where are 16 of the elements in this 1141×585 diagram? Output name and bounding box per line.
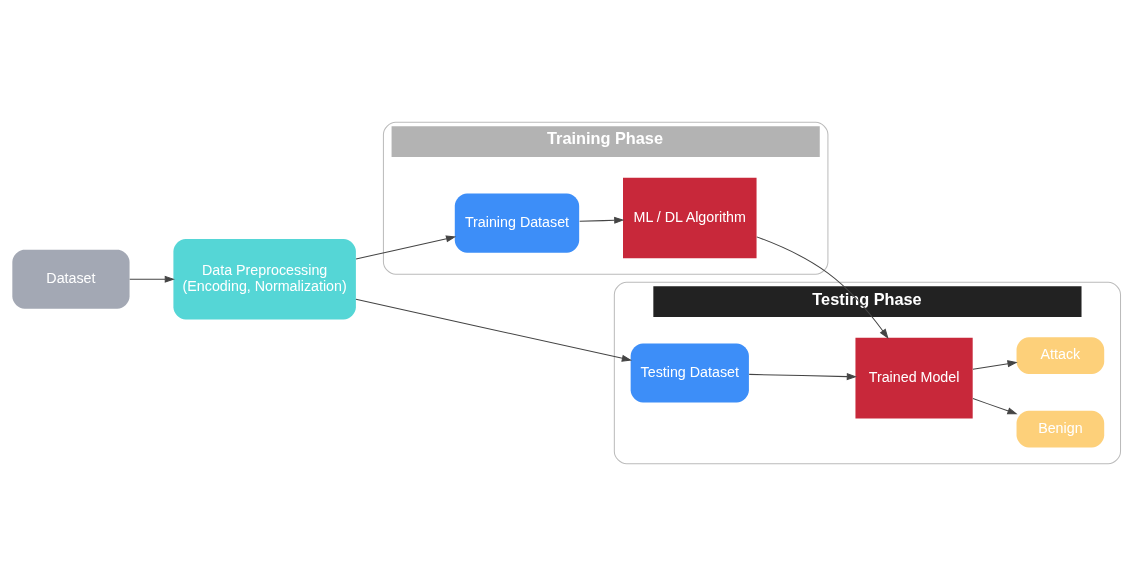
arrow [756, 235, 889, 339]
arrow [579, 216, 625, 224]
arrow [748, 372, 857, 380]
arrow [129, 275, 175, 283]
arrow [972, 359, 1018, 370]
node-box: Testing Dataset [630, 342, 749, 403]
node-box: Benign [1016, 410, 1105, 447]
arrow [355, 234, 457, 259]
node-box: Dataset [12, 249, 130, 309]
node-box: Trained Model [855, 337, 973, 418]
node-box: ML / DL Algorithm [623, 177, 757, 258]
arrow [355, 298, 632, 362]
node-box: Attack [1016, 336, 1105, 374]
node-box: Data Preprocessing (Encoding, Normalization) [173, 238, 356, 319]
node-box: Training Dataset [454, 193, 580, 253]
arrow [972, 397, 1018, 414]
